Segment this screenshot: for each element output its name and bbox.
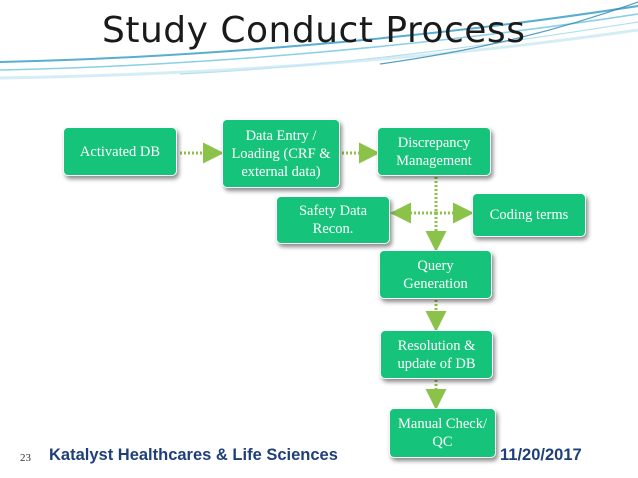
slide-number: 23 — [20, 452, 31, 464]
node-data-entry: Data Entry / Loading (CRF & external dat… — [222, 119, 340, 188]
footer-organization: Katalyst Healthcares & Life Sciences — [49, 446, 338, 464]
decorative-swoosh-graphic — [0, 1, 638, 80]
node-manual-check: Manual Check/ QC — [389, 408, 496, 458]
footer-date: 11/20/2017 — [500, 446, 582, 464]
slide-title: Study Conduct Process — [102, 10, 526, 51]
node-discrepancy-management: Discrepancy Management — [377, 127, 491, 176]
node-query-generation: Query Generation — [379, 250, 492, 299]
node-resolution-update: Resolution & update of DB — [380, 330, 493, 379]
node-safety-data-recon: Safety Data Recon. — [276, 196, 390, 244]
node-activated-db: Activated DB — [63, 127, 177, 176]
node-coding-terms: Coding terms — [472, 193, 586, 237]
